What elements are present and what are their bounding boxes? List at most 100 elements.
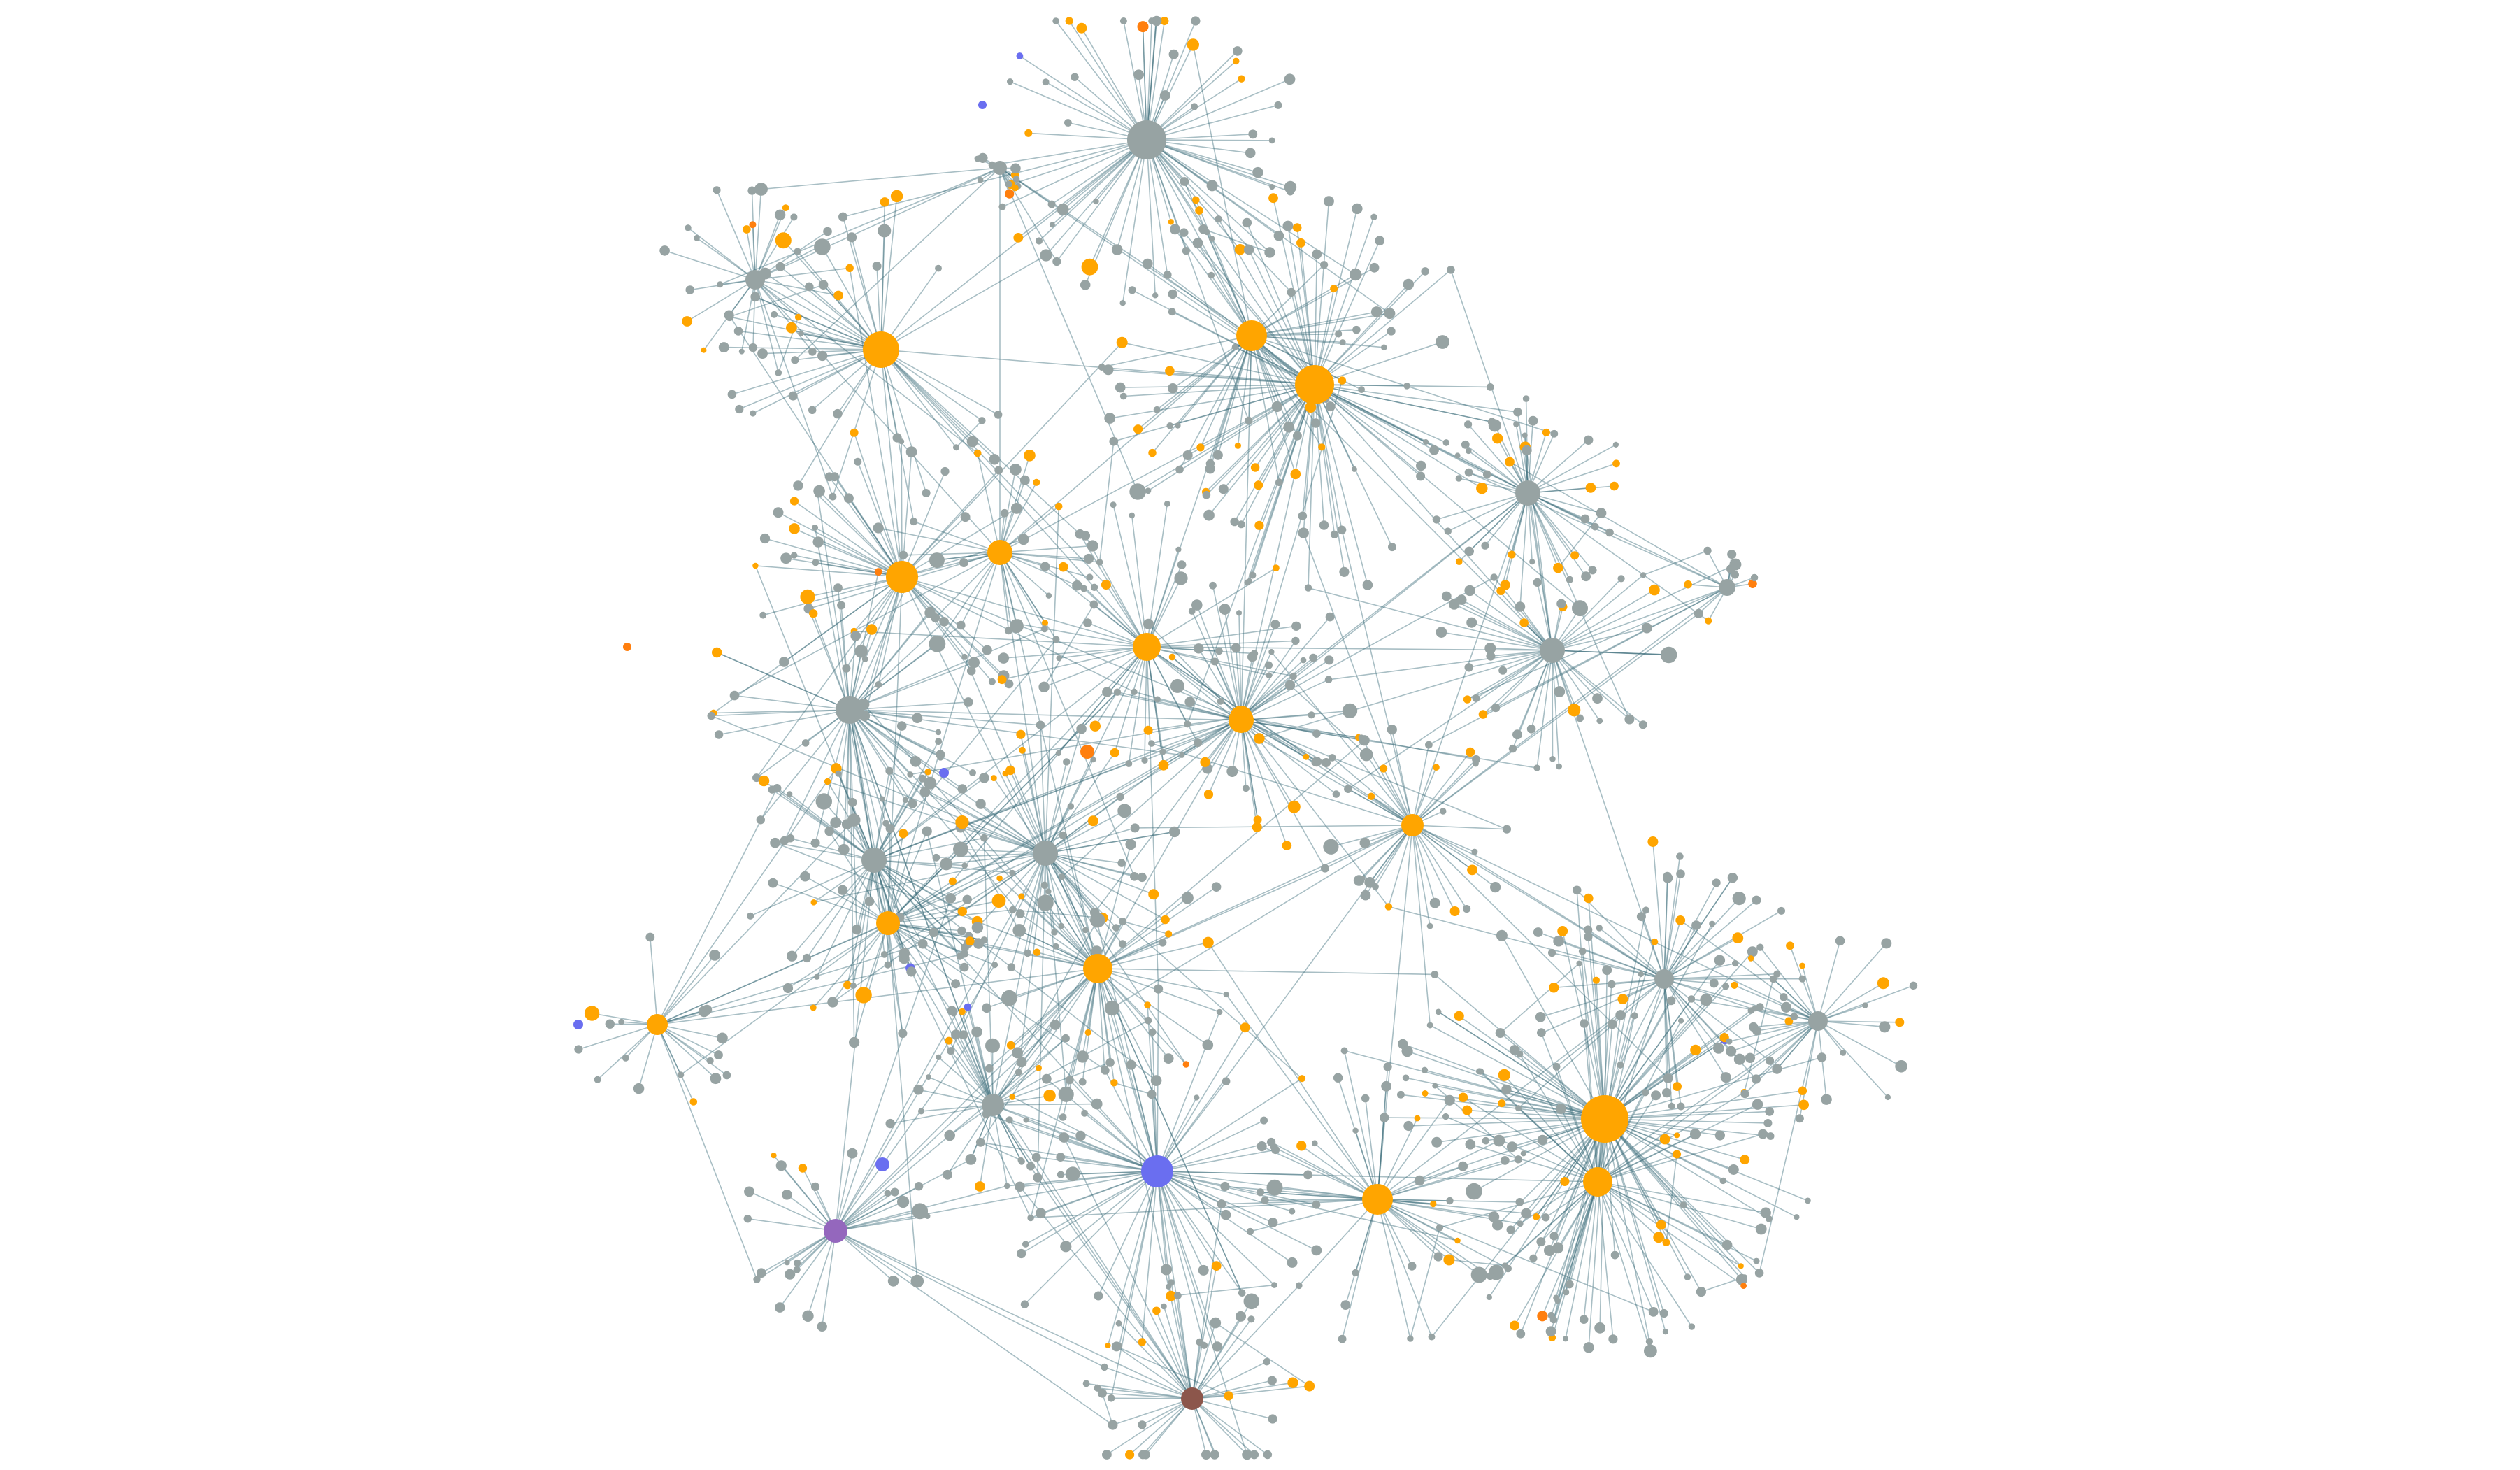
graph-node[interactable] <box>1196 443 1205 452</box>
graph-node[interactable] <box>982 645 992 655</box>
graph-node[interactable] <box>1402 1074 1410 1082</box>
graph-node[interactable] <box>977 176 984 183</box>
graph-node[interactable] <box>1154 984 1164 994</box>
graph-node[interactable] <box>965 936 975 946</box>
graph-node[interactable] <box>1673 1150 1682 1159</box>
graph-node[interactable] <box>907 771 914 778</box>
graph-node[interactable] <box>817 1321 827 1332</box>
graph-node[interactable] <box>1050 1020 1061 1030</box>
graph-node[interactable] <box>1268 649 1275 655</box>
graph-node[interactable] <box>1659 1308 1668 1318</box>
graph-node[interactable] <box>787 950 798 962</box>
graph-node[interactable] <box>1466 617 1477 628</box>
graph-node[interactable] <box>917 939 928 949</box>
graph-node[interactable] <box>1680 1201 1687 1208</box>
graph-node[interactable] <box>1148 1028 1157 1036</box>
graph-node[interactable] <box>1191 599 1203 611</box>
graph-node[interactable] <box>1291 621 1301 631</box>
graph-node[interactable] <box>1298 511 1308 521</box>
graph-node[interactable] <box>722 1071 731 1080</box>
graph-node[interactable] <box>1340 1300 1351 1310</box>
graph-node[interactable] <box>1433 1252 1443 1262</box>
graph-node[interactable] <box>1284 680 1296 690</box>
graph-node[interactable] <box>775 1302 785 1313</box>
graph-node[interactable] <box>1752 1026 1761 1036</box>
graph-node[interactable] <box>1144 1016 1152 1025</box>
graph-node[interactable] <box>1023 1117 1029 1123</box>
graph-node[interactable] <box>1040 881 1049 890</box>
graph-node[interactable] <box>1732 892 1746 906</box>
graph-node[interactable] <box>987 540 1012 565</box>
graph-node[interactable] <box>966 666 976 676</box>
graph-node[interactable] <box>1501 1084 1512 1095</box>
graph-node[interactable] <box>633 1083 645 1094</box>
graph-node[interactable] <box>802 953 812 963</box>
graph-node[interactable] <box>1298 527 1309 538</box>
graph-node[interactable] <box>757 348 768 359</box>
graph-node[interactable] <box>1138 1420 1147 1429</box>
graph-node[interactable] <box>1442 439 1450 446</box>
graph-node[interactable] <box>1290 469 1301 480</box>
graph-node[interactable] <box>1414 1175 1425 1186</box>
graph-node[interactable] <box>1250 463 1260 472</box>
graph-node[interactable] <box>1492 1220 1503 1231</box>
graph-node[interactable] <box>1201 1450 1211 1460</box>
graph-node[interactable] <box>1617 1061 1624 1069</box>
graph-node[interactable] <box>874 568 882 576</box>
graph-node[interactable] <box>718 342 729 353</box>
graph-node[interactable] <box>854 457 862 466</box>
graph-node[interactable] <box>1125 839 1136 850</box>
graph-node[interactable] <box>1115 382 1126 393</box>
graph-node[interactable] <box>1359 837 1370 848</box>
graph-node[interactable] <box>1467 864 1477 876</box>
graph-node[interactable] <box>1572 600 1588 617</box>
graph-node[interactable] <box>1359 748 1373 762</box>
graph-node[interactable] <box>1461 440 1470 449</box>
graph-node[interactable] <box>770 837 780 848</box>
graph-node[interactable] <box>1256 1188 1264 1197</box>
graph-node[interactable] <box>1165 366 1175 376</box>
graph-node[interactable] <box>1330 285 1338 293</box>
graph-node[interactable] <box>1311 1140 1318 1147</box>
graph-node[interactable] <box>850 428 859 437</box>
graph-node[interactable] <box>1673 1082 1682 1091</box>
graph-node[interactable] <box>899 438 905 445</box>
graph-node[interactable] <box>1436 627 1447 638</box>
graph-node[interactable] <box>1045 888 1052 894</box>
graph-node[interactable] <box>837 601 846 610</box>
graph-node[interactable] <box>1017 1248 1026 1259</box>
graph-node[interactable] <box>711 647 722 658</box>
graph-node[interactable] <box>1765 1107 1775 1116</box>
graph-node[interactable] <box>1510 1320 1519 1331</box>
graph-node[interactable] <box>1104 413 1116 424</box>
graph-node[interactable] <box>818 280 829 290</box>
graph-node[interactable] <box>936 1054 942 1060</box>
graph-node[interactable] <box>1566 576 1573 583</box>
graph-node[interactable] <box>1244 579 1251 586</box>
graph-node[interactable] <box>1522 395 1530 402</box>
graph-node[interactable] <box>1304 1380 1315 1392</box>
graph-node[interactable] <box>1191 16 1201 26</box>
graph-node[interactable] <box>1466 448 1472 455</box>
graph-node[interactable] <box>1449 906 1460 916</box>
graph-node[interactable] <box>753 1276 761 1284</box>
graph-node[interactable] <box>910 1274 924 1288</box>
graph-node[interactable] <box>1275 478 1283 487</box>
graph-node[interactable] <box>1684 580 1692 589</box>
graph-node[interactable] <box>1325 401 1336 412</box>
graph-node[interactable] <box>1584 932 1593 941</box>
graph-node[interactable] <box>1303 1170 1312 1180</box>
graph-node[interactable] <box>959 558 968 567</box>
graph-node[interactable] <box>1738 1263 1744 1269</box>
graph-node[interactable] <box>754 183 768 196</box>
graph-node[interactable] <box>1691 920 1701 930</box>
graph-node[interactable] <box>965 1154 977 1165</box>
graph-node[interactable] <box>1263 1450 1273 1460</box>
graph-node[interactable] <box>1556 599 1566 608</box>
graph-node[interactable] <box>1252 166 1263 178</box>
graph-node[interactable] <box>1159 90 1170 101</box>
graph-node[interactable] <box>1528 415 1538 426</box>
graph-node[interactable] <box>1127 120 1166 159</box>
graph-node[interactable] <box>990 775 997 782</box>
graph-node[interactable] <box>1217 698 1224 705</box>
